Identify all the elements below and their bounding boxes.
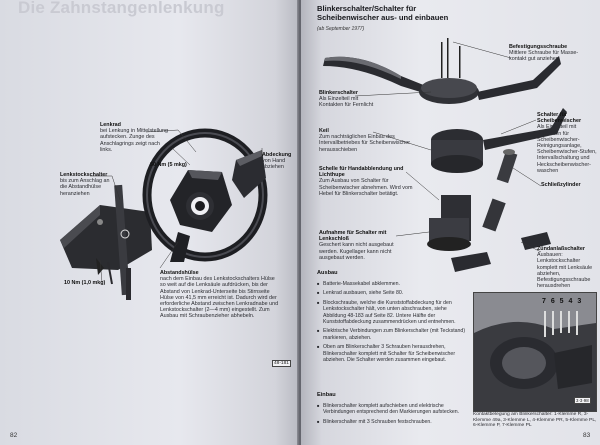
ausbau-step: Blockschraube, welche die Kunststoffabde… — [317, 300, 467, 326]
ausbau-step: Elektrische Verbindungen zum Blinkerscha… — [317, 328, 467, 341]
switch-exploded-illustration — [323, 38, 567, 272]
contact-photo-drawing — [474, 293, 596, 411]
left-page: Die Zahnstangenlenkung — [0, 0, 299, 445]
ausbau-step: Batterie-Massekabel abklemmen. — [317, 281, 467, 288]
page-title: Die Zahnstangenlenkung — [18, 0, 225, 17]
torque-10-label: 10 Nm (1,0 mkg) — [64, 280, 106, 286]
leader-lines-right — [354, 41, 542, 253]
combination-switch-drawing — [431, 108, 567, 173]
contact-photo: 7 6 5 4 3 3·3·98 — [473, 292, 597, 412]
schliess-label: Schließzylinder — [541, 182, 581, 188]
photo-caption: Kontaktbelegung am Blinkerschalter: 1-Kl… — [473, 412, 597, 429]
book-gutter — [297, 0, 303, 445]
ausbau-step: Oben am Blinkerschalter 3 Schrauben hera… — [317, 344, 467, 363]
steering-wheel-illustration — [60, 128, 268, 300]
figure-number: 48-181 — [272, 360, 291, 367]
steering-wheel-drawing — [142, 128, 268, 262]
contact-numbers: 7 6 5 4 3 — [542, 298, 583, 305]
ausbau-step: Lenkrad ausbauen, siehe Seite 80. — [317, 290, 467, 297]
section-subheading: (ab September 1977) — [317, 26, 365, 32]
einbau-step: Blinkerschalter mit 3 Schrauben festschr… — [317, 419, 467, 426]
torque-50-label: 50 Nm (5 mkg) — [150, 162, 187, 168]
photo-tag: 3·3·98 — [574, 397, 591, 404]
handabb-label: Schelle für Handabblendung und Lichthupe… — [319, 166, 413, 197]
ausbau-steps: Batterie-Massekabel abklemmen. Lenkrad a… — [317, 281, 467, 366]
page-number-left: 82 — [10, 432, 18, 439]
ausbau-heading: Ausbau — [317, 270, 338, 276]
blinker-switch-drawing — [419, 38, 561, 104]
einbau-heading: Einbau — [317, 392, 336, 398]
einbau-steps: Blinkerschalter komplett aufschieben und… — [317, 403, 467, 428]
einbau-step: Blinkerschalter komplett aufschieben und… — [317, 403, 467, 416]
section-heading: Blinkerschalter/Schalter für Scheibenwis… — [317, 4, 449, 22]
right-page: Blinkerschalter/Schalter für Scheibenwis… — [301, 0, 600, 445]
page-number-right: 83 — [583, 432, 591, 439]
leader-lines — [90, 129, 263, 283]
steering-column-drawing — [60, 184, 152, 300]
